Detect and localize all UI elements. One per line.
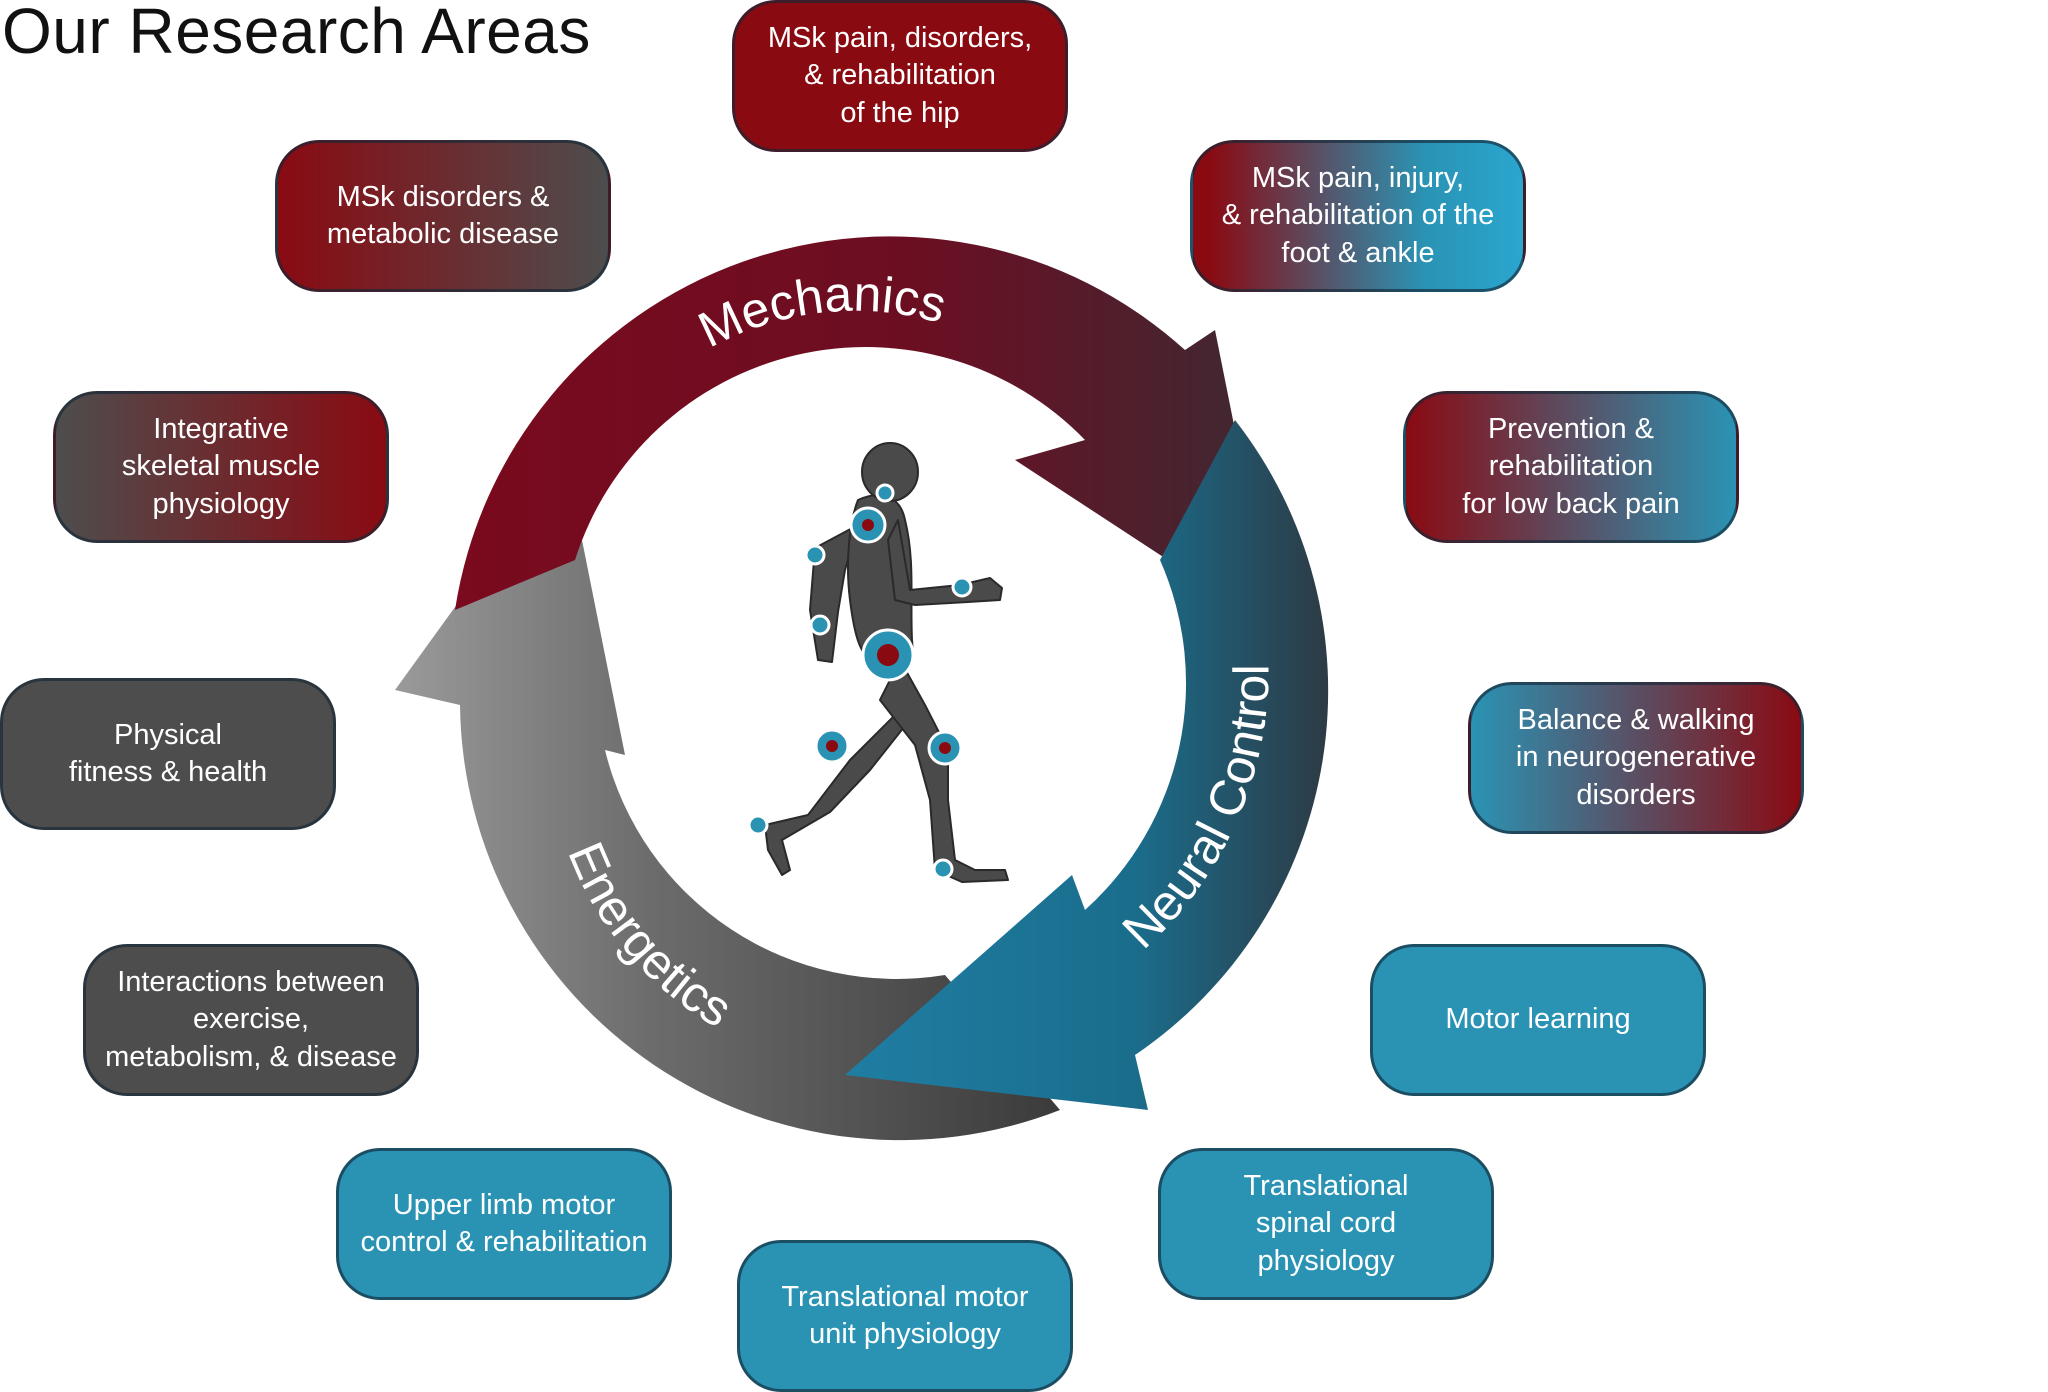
area-label: Motor learning (1445, 1003, 1631, 1036)
area-box-foot-ankle[interactable]: MSk pain, injury, & rehabilitation of th… (1190, 140, 1526, 292)
page-title: Our Research Areas (2, 0, 591, 67)
area-label: MSk pain, injury, & rehabilitation of th… (1221, 162, 1495, 269)
area-box-motor-learning[interactable]: Motor learning (1370, 944, 1706, 1096)
area-box-skeletal-muscle[interactable]: Integrative skeletal muscle physiology (53, 391, 389, 543)
area-box-low-back-pain[interactable]: Prevention & rehabilitation for low back… (1403, 391, 1739, 543)
area-label: Prevention & rehabilitation for low back… (1462, 413, 1680, 520)
area-label: Translational spinal cord physiology (1243, 1170, 1409, 1277)
area-label: Balance & walking in neurogenerative dis… (1515, 704, 1757, 811)
area-box-physical-fitness[interactable]: Physical fitness & health (0, 678, 336, 830)
area-label: MSk disorders & metabolic disease (326, 180, 560, 250)
walking-figure-icon (747, 442, 1009, 883)
area-label: Physical fitness & health (68, 718, 268, 788)
area-label: Interactions between exercise, metabolis… (105, 966, 397, 1073)
area-box-spinal-cord[interactable]: Translational spinal cord physiology (1158, 1148, 1494, 1300)
area-box-upper-limb[interactable]: Upper limb motor control & rehabilitatio… (336, 1148, 672, 1300)
area-label: MSk pain, disorders, & rehabilitation of… (767, 22, 1033, 129)
area-label: Integrative skeletal muscle physiology (121, 413, 321, 520)
area-label: Translational motor unit physiology (781, 1280, 1029, 1350)
area-box-motor-unit[interactable]: Translational motor unit physiology (737, 1240, 1073, 1392)
area-label: Upper limb motor control & rehabilitatio… (360, 1188, 648, 1258)
mechanics-arrow (455, 236, 1275, 631)
area-box-exercise-metabolism[interactable]: Interactions between exercise, metabolis… (83, 944, 419, 1096)
energetics-arrow (395, 455, 1060, 1141)
neural-control-arrow (845, 420, 1329, 1110)
area-box-balance-walking[interactable]: Balance & walking in neurogenerative dis… (1468, 682, 1804, 834)
area-box-hip[interactable]: MSk pain, disorders, & rehabilitation of… (732, 0, 1068, 152)
area-box-metabolic-disease[interactable]: MSk disorders & metabolic disease (275, 140, 611, 292)
